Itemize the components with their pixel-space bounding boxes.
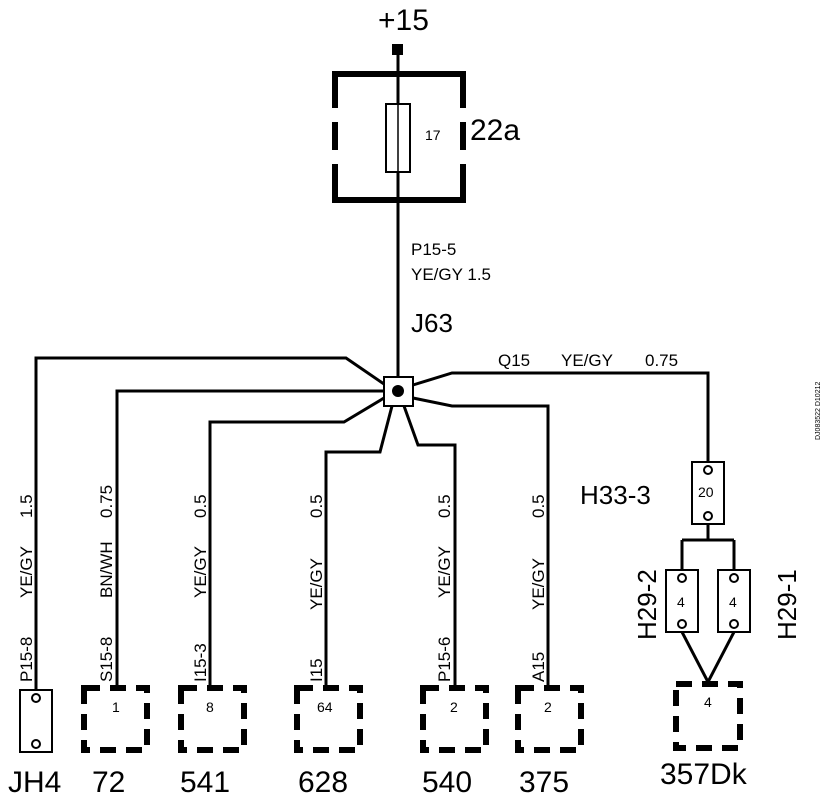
connector-541 (178, 685, 247, 753)
connector-628 (294, 685, 363, 753)
connector-628-pin: 64 (317, 699, 333, 715)
h29-1-pin: 4 (729, 594, 737, 610)
h29-2-id: H29-2 (632, 569, 662, 640)
connector-375-id: 375 (519, 766, 569, 799)
connector-540-pin: 2 (450, 699, 458, 715)
wire-2-size: 0.5 (191, 494, 210, 518)
junction-id: J63 (411, 308, 453, 338)
wire-0-code: P15-8 (17, 637, 36, 682)
fuse-number: 17 (425, 127, 441, 143)
connector-541-pin: 8 (206, 699, 214, 715)
doc-ref: DJ083522 D10212 (815, 382, 822, 440)
branch-code: Q15 (498, 351, 530, 370)
wire-5-code: A15 (529, 652, 548, 682)
wire-3-size: 0.5 (307, 494, 326, 518)
fuse-box-id: 22a (470, 114, 520, 147)
c357-id: 357Dk (660, 758, 748, 791)
connector-375 (515, 685, 584, 753)
feed-wire-code: P15-5 (411, 240, 456, 259)
wire-0-size: 1.5 (17, 494, 36, 518)
connector-541-id: 541 (180, 766, 230, 799)
wire-3-color: YE/GY (307, 558, 326, 610)
h29-2-pin: 4 (677, 594, 685, 610)
branch-color: YE/GY (561, 351, 613, 370)
connector-375-pin: 2 (544, 699, 552, 715)
wire-4-color: YE/GY (435, 546, 454, 598)
wire-1-color: BN/WH (97, 541, 116, 598)
wire-4-code: P15-6 (435, 637, 454, 682)
h33-pin: 20 (698, 484, 714, 500)
wire-2-color: YE/GY (191, 546, 210, 598)
connector-72-id: 72 (92, 766, 125, 799)
feed-wire-spec: YE/GY 1.5 (411, 265, 491, 284)
connector-72 (81, 685, 150, 753)
wire-5-size: 0.5 (529, 494, 548, 518)
connector-72-pin: 1 (112, 699, 120, 715)
wire-2-code: I15-3 (191, 643, 210, 682)
branch-size: 0.75 (645, 351, 678, 370)
wire-4-size: 0.5 (435, 494, 454, 518)
wire-3-code: I15 (307, 658, 326, 682)
connector-540 (420, 685, 489, 753)
junction-node (392, 385, 404, 397)
wire-1-size: 0.75 (97, 485, 116, 518)
c357-pin: 4 (704, 694, 712, 710)
connector-jh4-id: JH4 (8, 766, 61, 799)
connector-540-id: 540 (422, 766, 472, 799)
supply-terminal (392, 44, 403, 55)
connector-628-id: 628 (298, 766, 348, 799)
supply-label: +15 (378, 4, 429, 37)
wire-0-color: YE/GY (17, 546, 36, 598)
connector-357dk (673, 681, 743, 751)
wire-1-code: S15-8 (97, 637, 116, 682)
h29-1-id: H29-1 (772, 569, 802, 640)
h33-id: H33-3 (580, 480, 651, 510)
wire-5-color: YE/GY (529, 558, 548, 610)
